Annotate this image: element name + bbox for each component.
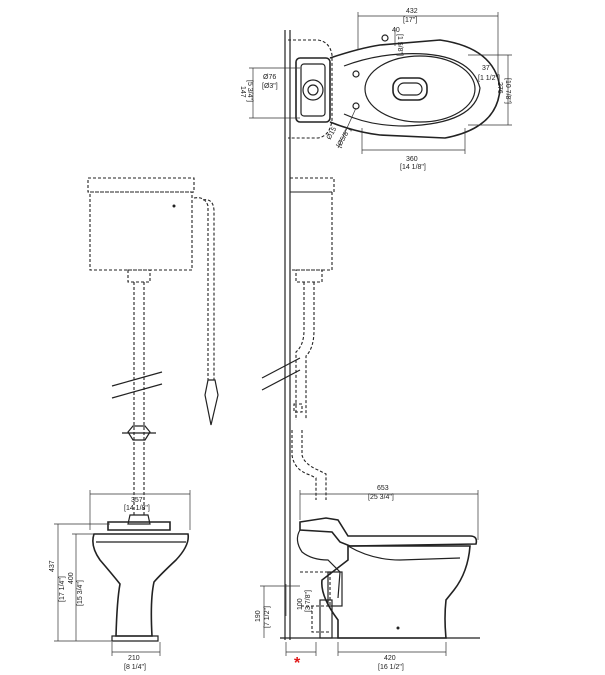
dim-outlet-height-in: [7 1/2"] [264, 606, 271, 628]
dim-fix-hole: Ø15 [326, 126, 339, 141]
dim-pan-length-in: [14 1/8"] [400, 164, 426, 171]
dim-fix-hole-in: [Ø5/8"] [336, 127, 353, 149]
dim-seat-offset-in: [1 1/2"] [478, 75, 500, 82]
dim-base-length-in: [16 1/2"] [378, 664, 404, 671]
top-view-dimensions [249, 12, 512, 154]
dim-depth-in: [10 7/8"] [504, 78, 511, 104]
dim-overall-length-in: [25 3/4"] [368, 494, 394, 501]
dim-outlet-dia-in: [3 7/8"] [305, 590, 312, 612]
front-view-cistern [87, 177, 195, 283]
front-view-dimensions [54, 490, 191, 656]
side-flush-pipe [261, 282, 327, 500]
dim-pan-length: 360 [406, 156, 418, 163]
front-view-pan [92, 514, 190, 642]
dim-base-width: 210 [128, 655, 140, 662]
dim-width-in: [17"] [403, 17, 417, 24]
side-view-pan [296, 517, 478, 639]
side-view-cistern [290, 177, 335, 283]
pull-chain [193, 197, 219, 426]
dim-inlet-height: 147 [239, 86, 246, 98]
dim-outlet-height: 190 [255, 610, 262, 622]
dim-base-width-in: [8 1/4"] [124, 664, 146, 671]
dim-pan-width: 357 [131, 497, 143, 504]
dim-inlet-dia: Ø76 [263, 74, 276, 81]
asterisk-marker: * [294, 655, 301, 672]
dim-base-length: 420 [384, 655, 396, 662]
dim-pan-width-in: [14 1/8"] [124, 505, 150, 512]
dim-height-rim-in: [15 3/4"] [77, 580, 84, 606]
dim-height-rim: 400 [68, 572, 75, 584]
dim-rim-offset: 40 [392, 27, 400, 34]
dim-overall-length: 653 [377, 485, 389, 492]
dim-depth: 276 [496, 82, 503, 94]
dim-height-total: 437 [49, 560, 56, 572]
dim-inlet-height-in: [5 3/4"] [246, 80, 253, 102]
dim-height-total-in: [17 1/4"] [59, 576, 66, 602]
dim-inlet-dia-in: [Ø3"] [262, 83, 278, 90]
side-view-dimensions [260, 490, 479, 656]
top-view-pan [288, 34, 501, 139]
dim-seat-offset: 37 [482, 65, 490, 72]
dim-width: 432 [406, 8, 418, 15]
dim-outlet-dia: 100 [297, 598, 304, 610]
front-flush-pipe [111, 282, 163, 515]
dim-rim-offset-in: [1 5/8"] [396, 34, 403, 56]
